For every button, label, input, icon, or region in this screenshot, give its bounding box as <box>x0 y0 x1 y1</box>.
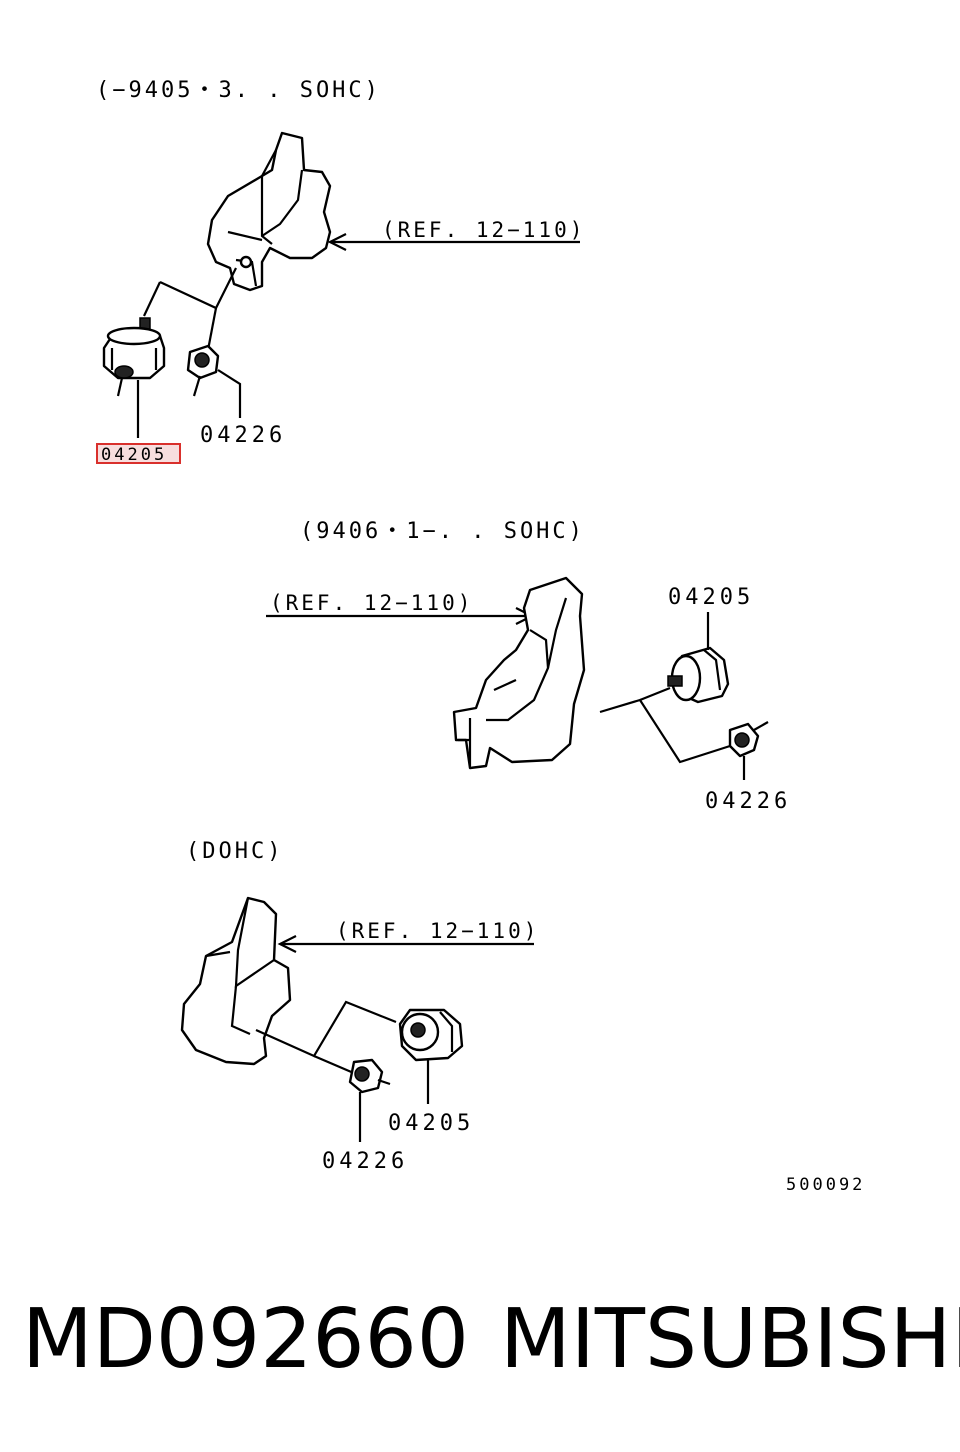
group-1-header: (−9405・3. . SOHC) <box>96 78 381 103</box>
group-3-bolt-icon <box>348 1058 391 1094</box>
group-3-ref-text: (REF. 12−110) <box>336 919 539 943</box>
group-3-mount-icon <box>398 1008 464 1062</box>
group-1-ref-text: (REF. 12−110) <box>382 218 585 242</box>
group-2-leader <box>599 698 731 764</box>
brand-name: MITSUBISHI <box>500 1292 960 1387</box>
group-3-bolt-label: 04226 <box>322 1149 408 1174</box>
group-3-header: (DOHC) <box>186 839 283 864</box>
group-1-mount-label: 04205 <box>101 445 167 465</box>
group-2-ref-text: (REF. 12−110) <box>270 591 473 615</box>
group-3-mount-label: 04205 <box>388 1111 474 1136</box>
group-1-mount-icon <box>102 317 166 397</box>
group-1-ref-arrow <box>327 233 580 251</box>
group-1: (−9405・3. . SOHC) (REF. 12−110) <box>96 78 585 465</box>
group-3: (DOHC) (REF. 12−110) <box>180 839 539 1174</box>
group-2-bracket <box>452 576 586 770</box>
group-2-mount-label: 04205 <box>668 585 754 610</box>
group-3-bracket <box>180 896 292 1066</box>
group-2-bolt-label: 04226 <box>705 789 791 814</box>
group-1-bracket <box>206 131 332 292</box>
group-3-ref-arrow <box>277 935 534 953</box>
group-2-mount-icon <box>667 646 730 704</box>
group-1-bolt-icon <box>186 344 220 397</box>
group-2: (9406・1−. . SOHC) (REF. 12−110) <box>266 519 791 814</box>
group-2-bolt-icon <box>728 721 769 758</box>
group-3-leader <box>255 1000 397 1058</box>
group-1-leader <box>159 267 237 310</box>
part-number: MD092660 <box>22 1292 469 1387</box>
group-1-mount-highlight <box>96 443 181 464</box>
figure-code: 500092 <box>786 1175 865 1195</box>
group-1-bolt-label: 04226 <box>200 423 286 448</box>
group-2-header: (9406・1−. . SOHC) <box>300 519 585 544</box>
